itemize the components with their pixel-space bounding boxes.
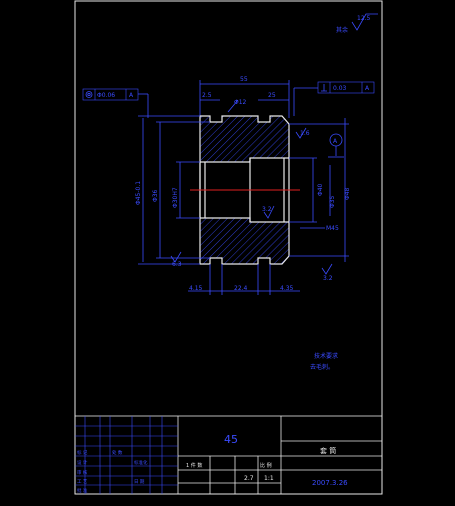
right-part-label: 25 — [268, 92, 276, 99]
dia-outer-right-label: Φ48 — [344, 187, 351, 200]
dia-right-label: Φ35 — [329, 195, 336, 208]
tb-weight: 2.7 — [244, 475, 254, 482]
tb-row-mark: 标 记 — [77, 449, 88, 456]
tb-scale-label: 比 例 — [260, 462, 272, 469]
concentric-datum-label: A — [129, 92, 134, 99]
datum-marker-label: A — [333, 138, 338, 145]
note-heading: 技术要求 — [314, 352, 338, 360]
tb-date: 2007.3.26 — [312, 479, 348, 487]
bottom-dims: 4.15 22.4 4.35 — [188, 264, 300, 295]
concentric-tol-label: Φ0.06 — [97, 92, 115, 99]
title-block: 标 记 设 计 审 核 工 艺 批 准 处 数 标准化 日 期 45 套 筒 1… — [74, 415, 383, 495]
tb-col-date: 日 期 — [134, 479, 145, 485]
dia-bore-label: Φ30H7 — [172, 187, 179, 208]
thread-label: M45 — [326, 225, 339, 232]
roughness-marks: 1.6 3.2 M45 6.3 3.2 — [170, 127, 339, 282]
tb-col-count: 处 数 — [112, 449, 123, 456]
roughness-br-label: 3.2 — [323, 275, 333, 282]
tb-row-approve: 批 准 — [77, 487, 88, 494]
tb-row-review: 审 核 — [77, 469, 88, 476]
tb-part-name: 套 筒 — [320, 446, 336, 455]
concentricity-frame: Φ0.06 A — [82, 88, 149, 118]
corner-roughness-mark: 其余 — [336, 26, 348, 34]
dia-body-label: Φ36 — [152, 189, 159, 202]
tb-row-design: 设 计 — [77, 459, 88, 466]
technical-notes: 技术要求 去毛刺。 — [310, 352, 338, 371]
left-groove-label: 2.5 — [202, 92, 212, 99]
datum-marker: A — [328, 133, 344, 158]
overall-length-label: 55 — [240, 76, 248, 83]
tb-row-process: 工 艺 — [77, 479, 88, 485]
roughness-top-label: 1.6 — [300, 130, 310, 137]
perpendicular-tol-label: 0.03 — [333, 85, 347, 92]
tb-material: 45 — [224, 433, 238, 446]
roughness-bore-label: 3.2 — [262, 206, 272, 213]
tb-col-standard: 标准化 — [134, 459, 148, 466]
perpendicularity-frame: 0.03 A — [293, 81, 375, 116]
dia-outer-left-label: Φ45-0.1 — [135, 181, 142, 205]
bottom-left-label: 4.15 — [189, 285, 203, 292]
corner-roughness-value: 12.5 — [357, 15, 371, 22]
note-body: 去毛刺。 — [310, 363, 334, 371]
dia-inner-right-label: Φ40 — [317, 183, 324, 196]
surface-finish-corner: 12.5 其余 — [336, 13, 378, 34]
perpendicular-datum-label: A — [365, 85, 370, 92]
part-section — [199, 115, 290, 265]
roughness-bl-label: 6.3 — [172, 261, 182, 268]
upper-detail-dims: 2.5 25 Φ12 — [200, 92, 289, 113]
right-diameter-dims: Φ40 Φ35 Φ48 — [289, 118, 351, 262]
chamfer-label: Φ12 — [234, 99, 247, 106]
tb-scale: 1:1 — [264, 475, 274, 482]
left-diameter-dims: Φ45-0.1 Φ36 Φ30H7 — [135, 115, 210, 265]
tb-qty-label: 1 件 数 — [186, 462, 202, 469]
bottom-right-label: 4.35 — [280, 285, 294, 292]
overall-length-dim: 55 — [199, 76, 290, 118]
bottom-mid-label: 22.4 — [234, 285, 248, 292]
